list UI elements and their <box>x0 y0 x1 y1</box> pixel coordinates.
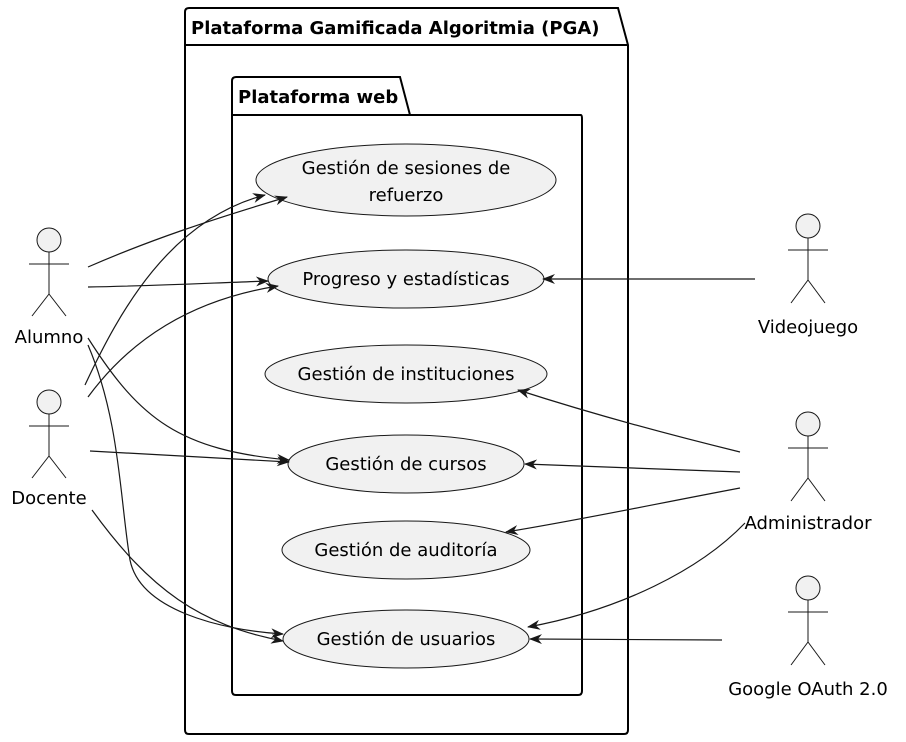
usecase-sesiones-line1: Gestión de sesiones de <box>302 158 511 179</box>
usecase-instituciones-label: Gestión de instituciones <box>298 364 515 385</box>
link-docente-cursos <box>89 450 290 467</box>
usecase-cursos[interactable]: Gestión de cursos <box>287 434 525 494</box>
link-admin-auditoria <box>505 487 741 536</box>
actor-google-label: Google OAuth 2.0 <box>728 679 888 700</box>
link-alumno-cursos <box>87 337 290 464</box>
link-admin-cursos <box>524 459 741 473</box>
actor-administrador-label: Administrador <box>744 513 872 534</box>
actor-docente[interactable]: Docente <box>11 389 87 509</box>
actor-videojuego[interactable]: Videojuego <box>758 213 858 338</box>
usecase-sesiones-line2: refuerzo <box>369 185 444 206</box>
usecase-cursos-label: Gestión de cursos <box>325 454 486 475</box>
package-pga-title: Plataforma Gamificada Algoritmia (PGA) <box>191 18 600 39</box>
usecase-sesiones[interactable]: Gestión de sesiones de refuerzo <box>255 143 557 217</box>
actor-google[interactable]: Google OAuth 2.0 <box>728 575 888 700</box>
link-alumno-progreso <box>87 276 269 288</box>
link-docente-progreso <box>87 282 279 398</box>
link-alumno-sesiones <box>87 195 288 268</box>
associations <box>84 193 755 645</box>
usecase-progreso[interactable]: Progreso y estadísticas <box>267 249 545 309</box>
usecase-usuarios-label: Gestión de usuarios <box>317 629 496 650</box>
actor-alumno-label: Alumno <box>15 327 84 348</box>
actor-alumno[interactable]: Alumno <box>15 227 84 348</box>
actor-administrador[interactable]: Administrador <box>744 411 872 534</box>
usecase-auditoria[interactable]: Gestión de auditoría <box>281 520 531 580</box>
usecase-instituciones[interactable]: Gestión de instituciones <box>264 344 548 404</box>
usecase-auditoria-label: Gestión de auditoría <box>314 540 497 561</box>
link-alumno-usuarios <box>87 344 284 639</box>
usecase-progreso-label: Progreso y estadísticas <box>302 269 509 290</box>
link-google-usuarios <box>529 634 723 645</box>
link-docente-sesiones <box>84 193 266 386</box>
package-web-title: Plataforma web <box>238 87 398 108</box>
link-admin-usuarios <box>527 522 746 630</box>
actor-videojuego-label: Videojuego <box>758 317 858 338</box>
link-admin-instituciones <box>517 388 741 453</box>
usecase-usuarios[interactable]: Gestión de usuarios <box>282 609 530 669</box>
actor-docente-label: Docente <box>11 488 86 509</box>
link-docente-usuarios <box>91 509 284 644</box>
